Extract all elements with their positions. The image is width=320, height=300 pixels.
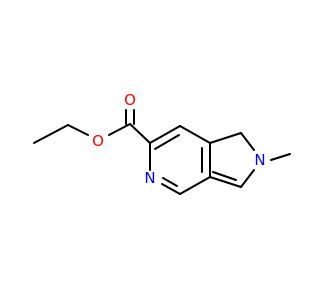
atom-pyridine-nitrogen: N bbox=[144, 169, 155, 187]
pyrrole-nitrogen-label: N bbox=[254, 151, 265, 169]
bond-c7-c7a bbox=[179, 125, 211, 144]
ester-oxygen-label: O bbox=[92, 132, 104, 150]
bond-c4-n5-inner bbox=[162, 177, 178, 187]
bond-c4-n5 bbox=[161, 183, 181, 195]
bond-ethyl-oxygen bbox=[67, 124, 89, 136]
bond-c3-c3a bbox=[209, 176, 242, 188]
bond-c3-c3a-inner bbox=[212, 171, 237, 181]
bond-c7a-c1 bbox=[209, 132, 242, 144]
bond-oxygen-carbonyl bbox=[108, 123, 131, 136]
bond-ethyl-terminal bbox=[33, 124, 69, 144]
carbonyl-oxygen-label: O bbox=[124, 91, 136, 109]
pyridine-nitrogen-label: N bbox=[144, 169, 155, 187]
atom-pyrrole-nitrogen: N bbox=[254, 151, 265, 169]
bond-carbonyl-ring bbox=[129, 123, 151, 144]
molecule-canvas: O O N N bbox=[33, 91, 291, 195]
molecule-structure: O O N N bbox=[33, 91, 291, 195]
bond-n-methyl bbox=[270, 153, 291, 161]
bond-c1-n2 bbox=[240, 132, 255, 151]
bond-c6-c7 bbox=[149, 125, 181, 144]
bond-c6-c7-inner bbox=[154, 134, 180, 150]
bond-n2-c3 bbox=[240, 169, 255, 188]
bond-c3a-c4 bbox=[179, 176, 211, 195]
atom-ester-oxygen: O bbox=[92, 132, 104, 150]
atom-carbonyl-oxygen: O bbox=[124, 91, 136, 109]
